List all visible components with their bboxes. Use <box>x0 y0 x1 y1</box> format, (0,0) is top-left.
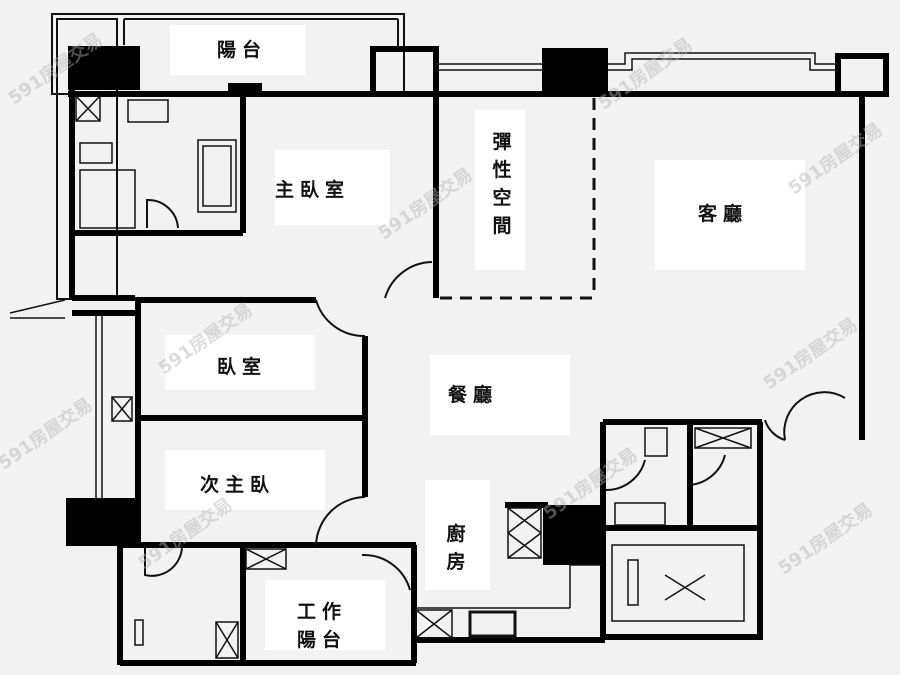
room-label-kitchen: 廚房 <box>446 523 466 573</box>
balcony-label-bg <box>170 25 305 75</box>
room-label-balcony: 陽台 <box>217 39 268 61</box>
room-label-utility-line1: 工作 <box>297 601 348 623</box>
room-label-second-master: 次主臥 <box>200 474 276 496</box>
column <box>543 505 603 565</box>
column <box>68 46 140 90</box>
room-label-master-bedroom: 主臥室 <box>275 179 351 201</box>
room-label-flex-space: 彈性空間 <box>492 131 512 237</box>
column <box>542 48 608 96</box>
room-label-dining-room: 餐廳 <box>448 384 499 406</box>
room-label-utility-line2: 陽台 <box>297 629 348 651</box>
room-label-living-room: 客廳 <box>698 203 749 225</box>
column <box>66 498 138 546</box>
room-label-bedroom: 臥室 <box>217 356 268 378</box>
